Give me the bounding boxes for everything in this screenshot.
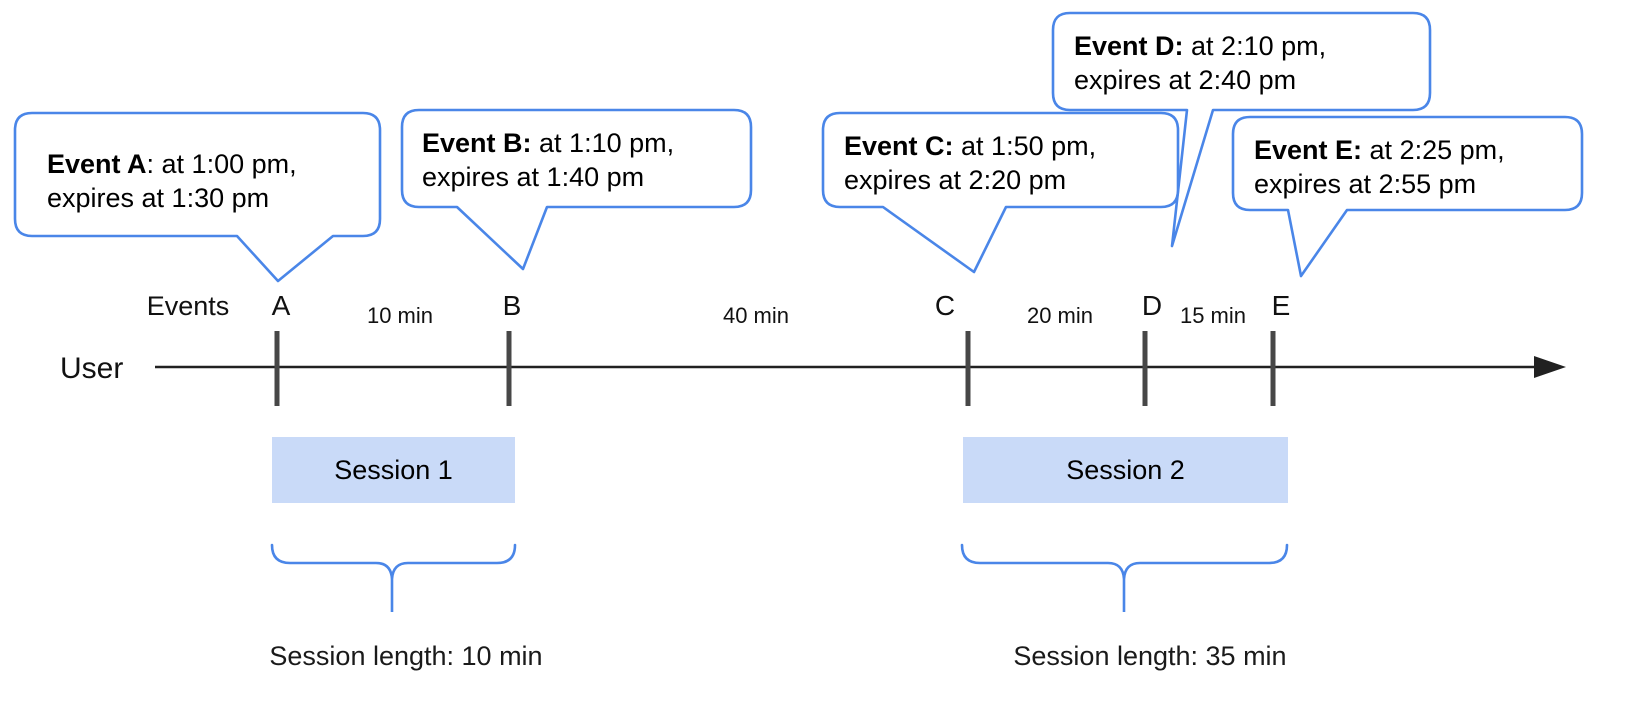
speech-bubble-event-a [13, 111, 382, 283]
event-a-title: Event A [47, 149, 147, 179]
event-b-line1: Event B: at 1:10 pm, [422, 126, 674, 160]
user-axis-label: User [60, 352, 124, 385]
event-e-bubble-text: Event E: at 2:25 pm, expires at 2:55 pm [1254, 133, 1505, 201]
event-e-title: Event E: [1254, 135, 1363, 165]
event-c-title: Event C: [844, 131, 954, 161]
event-e-line1: Event E: at 2:25 pm, [1254, 133, 1505, 167]
tick-event-c [965, 331, 971, 406]
session-1-length-label: Session length: 10 min [269, 641, 543, 671]
timeline-arrowhead-icon [1534, 356, 1566, 378]
event-d-time: at 2:10 pm, [1183, 31, 1327, 61]
event-a-line1: Event A: at 1:00 pm, [47, 147, 297, 181]
tick-label-a: A [271, 290, 291, 321]
event-d-line2: expires at 2:40 pm [1074, 65, 1297, 95]
tick-event-a [274, 331, 280, 406]
session-2-length-label: Session length: 35 min [1013, 641, 1287, 671]
event-c-time: at 1:50 pm, [953, 131, 1097, 161]
event-a-bubble-text: Event A: at 1:00 pm, expires at 1:30 pm [47, 147, 297, 215]
tick-event-e [1270, 331, 1276, 406]
interval-a-b: 10 min [366, 303, 434, 328]
tick-label-d: D [1141, 290, 1163, 321]
interval-b-c: 40 min [722, 303, 790, 328]
event-d-line1: Event D: at 2:10 pm, [1074, 29, 1326, 63]
session-1-label: Session 1 [334, 454, 453, 485]
event-b-bubble-text: Event B: at 1:10 pm, expires at 1:40 pm [422, 126, 674, 194]
tick-label-c: C [934, 290, 956, 321]
session-1-brace [270, 543, 517, 612]
event-b-title: Event B: [422, 128, 532, 158]
events-row-label: Events [146, 291, 230, 321]
event-b-line2: expires at 1:40 pm [422, 162, 645, 192]
event-c-line1: Event C: at 1:50 pm, [844, 129, 1096, 163]
session-2-brace [960, 543, 1289, 612]
event-c-bubble-text: Event C: at 1:50 pm, expires at 2:20 pm [844, 129, 1096, 197]
tick-label-e: E [1271, 290, 1291, 321]
session-2-box: Session 2 [963, 437, 1288, 503]
speech-bubble-event-e [1231, 115, 1584, 278]
interval-c-d: 20 min [1026, 303, 1094, 328]
event-c-line2: expires at 2:20 pm [844, 165, 1067, 195]
event-e-time: at 2:25 pm, [1362, 135, 1505, 165]
tick-event-d [1142, 331, 1148, 406]
event-e-line2: expires at 2:55 pm [1254, 169, 1477, 199]
event-b-time: at 1:10 pm, [531, 128, 675, 158]
event-a-time: : at 1:00 pm, [146, 149, 297, 179]
event-d-bubble-text: Event D: at 2:10 pm, expires at 2:40 pm [1074, 29, 1326, 97]
event-a-line2: expires at 1:30 pm [47, 183, 270, 213]
interval-d-e: 15 min [1179, 303, 1247, 328]
session-1-box: Session 1 [272, 437, 515, 503]
speech-bubble-event-c [821, 111, 1180, 274]
event-d-title: Event D: [1074, 31, 1184, 61]
speech-bubble-event-b [400, 108, 753, 271]
tick-event-b [506, 331, 512, 406]
session-2-label: Session 2 [1066, 454, 1185, 485]
tick-label-b: B [502, 290, 522, 321]
speech-bubble-event-d [1051, 11, 1432, 248]
